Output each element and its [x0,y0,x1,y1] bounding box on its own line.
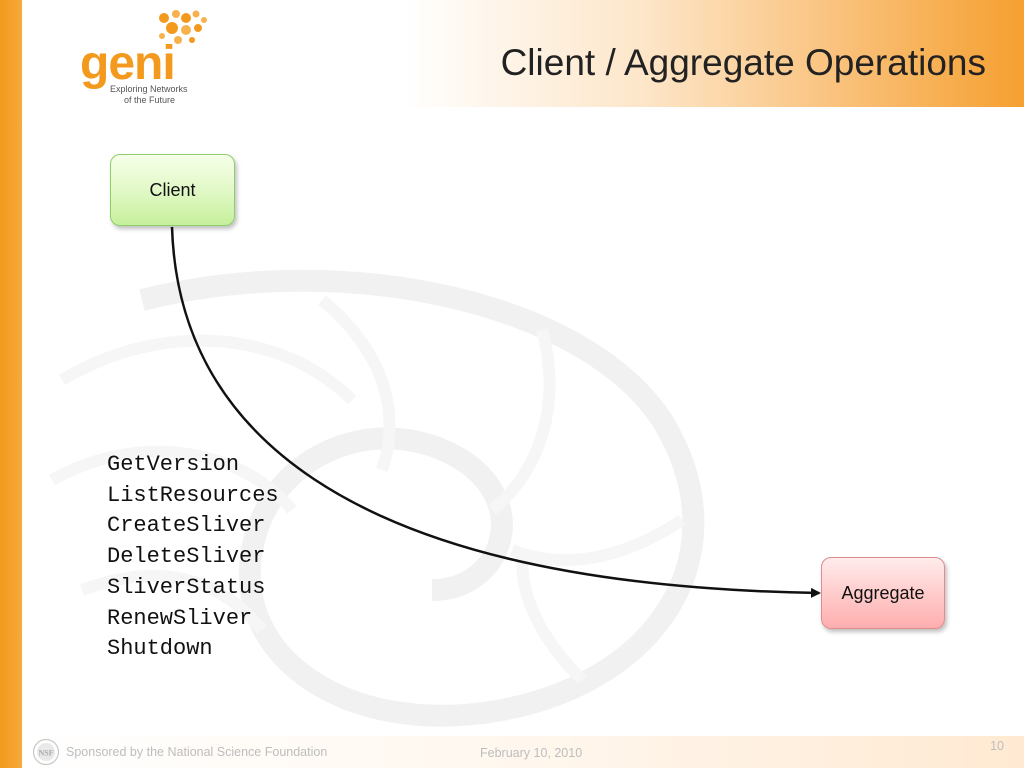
operation-item: DeleteSliver [107,544,266,570]
slide-title: Client / Aggregate Operations [500,42,986,83]
nautilus-watermark [49,269,705,727]
operation-item: CreateSliver [107,513,266,539]
slide-footer: NSF Sponsored by the National Science Fo… [22,736,1024,768]
slide-header: geni Exploring Networks of the Future Cl… [22,0,1024,107]
client-node: Client [110,154,235,226]
nsf-logo-icon: NSF [32,738,60,766]
operation-item: ListResources [107,482,279,508]
client-label: Client [149,179,196,200]
operation-item: SliverStatus [107,574,266,600]
connector-curve [170,226,821,598]
geni-logo: geni Exploring Networks of the Future [70,6,220,106]
aggregate-node: Aggregate [821,557,945,629]
aggregate-label: Aggregate [841,582,925,603]
operation-item: GetVersion [107,452,240,477]
geni-logo-tagline: Exploring Networks of the Future [110,84,220,106]
geni-logo-word: geni [80,37,176,90]
geni-tagline-line1: Exploring Networks [110,84,188,94]
page-number: 10 [990,739,1004,753]
left-accent-bar [0,0,22,768]
operation-item: Shutdown [107,636,213,662]
geni-logo-dots-icon [159,10,207,44]
svg-text:NSF: NSF [38,749,53,758]
footer-date: February 10, 2010 [480,746,583,760]
operations-list: GetVersion ListResources CreateSliver De… [107,450,279,665]
operation-item: RenewSliver [107,605,253,631]
footer-sponsor: Sponsored by the National Science Founda… [66,745,328,759]
geni-tagline-line2: of the Future [124,95,176,105]
